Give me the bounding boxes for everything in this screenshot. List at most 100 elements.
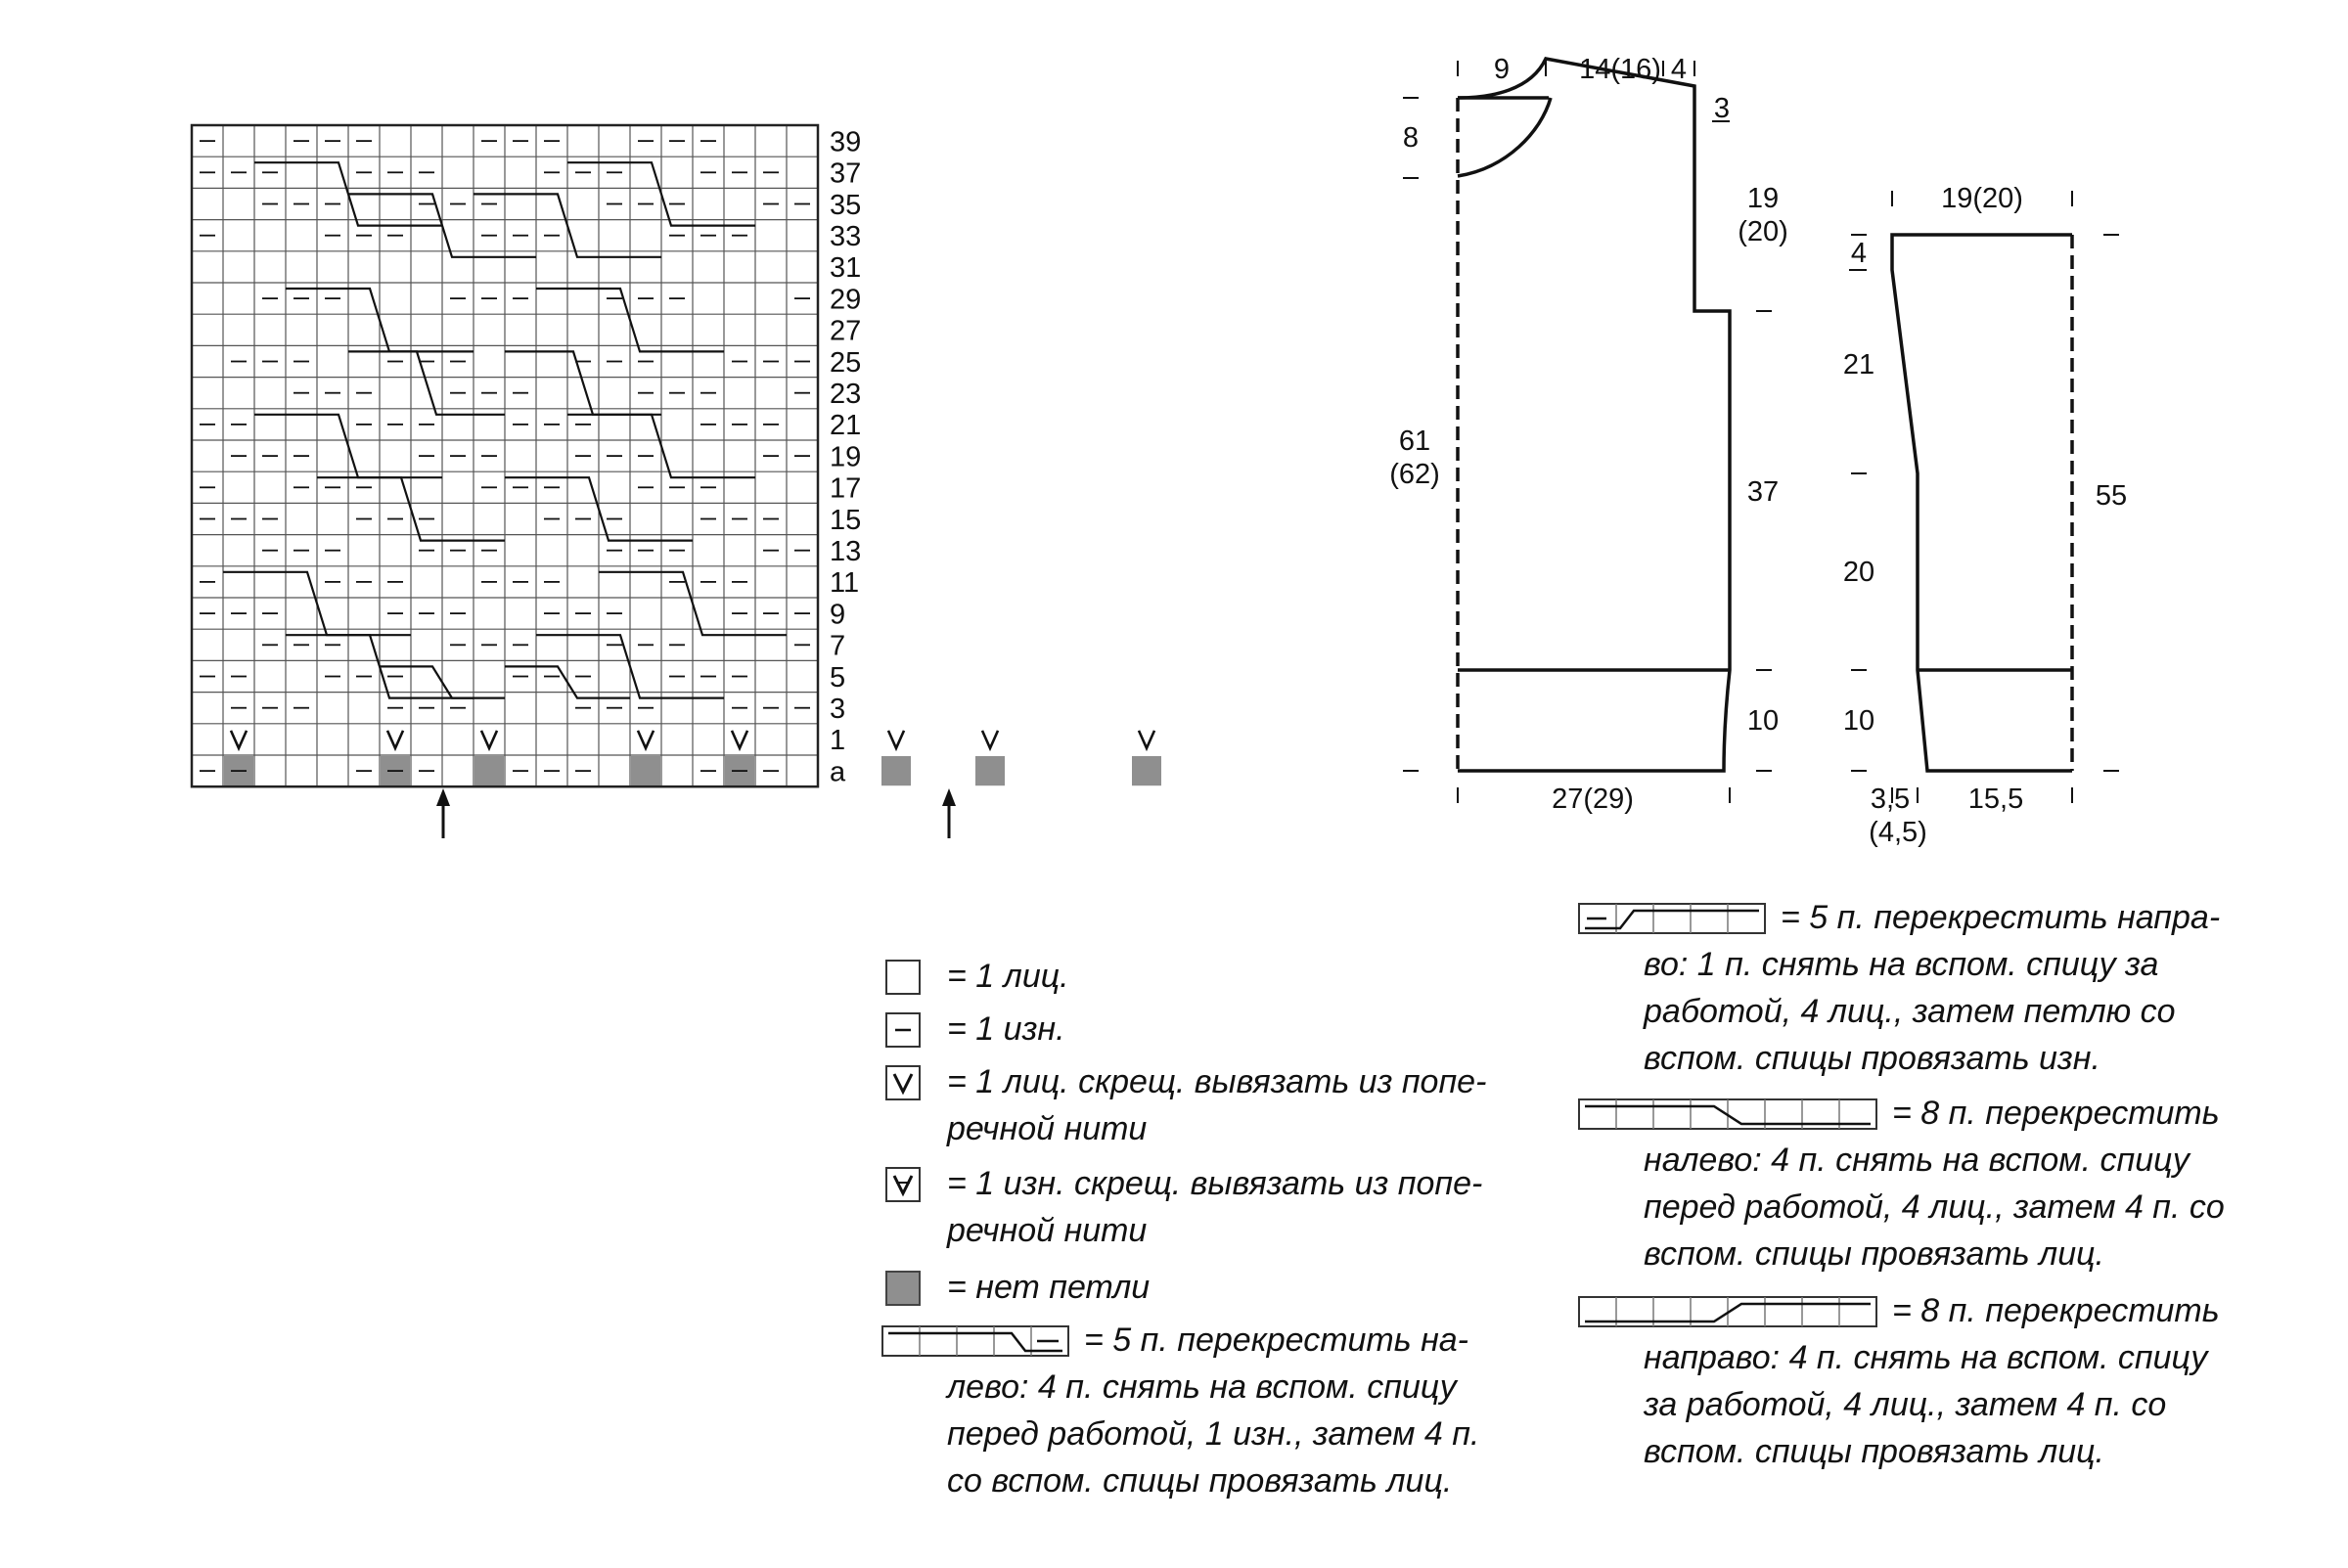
twisted-stitch-mark: [385, 730, 405, 752]
total-length-label: 61: [1399, 426, 1430, 457]
legend-symbol-purl: [885, 1012, 921, 1048]
legend-symbol-no-stitch: [885, 1271, 921, 1306]
no-stitch-cell: [881, 756, 911, 786]
row-number: 15: [830, 505, 861, 536]
shoulder-slope-label: 14(16): [1579, 54, 1661, 85]
repeat-arrow-left: [436, 788, 450, 838]
legend-knit-twisted-line1: = 1 лиц. скрещ. вывязать из попе-: [947, 1063, 1487, 1100]
row-number: 3: [830, 694, 845, 725]
sleeve-outline: [1890, 233, 2072, 773]
body-outline: [1457, 57, 1732, 773]
row-number: 19: [830, 441, 861, 472]
chart-frame: [190, 123, 820, 788]
cable-cross: [536, 634, 724, 699]
legend-cross5-right-line3: работой, 4 лиц., затем петлю со: [1644, 993, 2176, 1030]
cable-cross: [505, 665, 630, 699]
body-schematic: 9 14(16) 4 3 8 19 (20) 37 61 (62) 10 27(…: [1389, 54, 1788, 815]
row-number: 1: [830, 725, 845, 756]
legend-cross8-right-line4: вспом. спицы провязать лиц.: [1644, 1433, 2104, 1470]
neck-depth-label: 8: [1403, 122, 1419, 154]
no-stitch-cell: [1132, 756, 1161, 786]
row-number: 11: [830, 567, 859, 599]
legend-cross8-left-line2: налево: 4 п. снять на вспом. спицу: [1644, 1142, 2190, 1179]
shoulder-drop-label: 3: [1714, 93, 1730, 124]
row-number: 29: [830, 284, 861, 315]
cable-cross: [536, 287, 724, 353]
legend-cross5-left-line2: лево: 4 п. снять на вспом. спицу: [947, 1368, 1457, 1406]
legend-cross5-left-line1: = 5 п. перекрестить на-: [1084, 1322, 1469, 1359]
legend-cross5-right-line2: во: 1 п. снять на вспом. спицу за: [1644, 946, 2159, 983]
armhole-label: 19: [1747, 183, 1779, 214]
legend-symbol-cross8-right: [1578, 1296, 1877, 1327]
legend-symbol-cross5-left: [881, 1325, 1069, 1357]
row-number: 13: [830, 536, 861, 567]
legend-cross8-right-line1: = 8 п. перекрестить: [1892, 1292, 2220, 1329]
row-number: 17: [830, 473, 861, 505]
total-length-alt-label: (62): [1389, 459, 1440, 490]
cable-cross: [505, 476, 693, 542]
cable-cross: [348, 350, 505, 416]
legend-cross8-right-line3: за работой, 4 лиц., затем 4 п. со: [1644, 1386, 2167, 1423]
sleeve-top-width-label: 19(20): [1941, 183, 2023, 214]
legend-cross8-left-line4: вспом. спицы провязать лиц.: [1644, 1235, 2104, 1273]
sleeve-bottom-width-label: 15,5: [1968, 784, 2023, 815]
cable-cross: [317, 476, 505, 542]
legend-purl-twisted-line2: речной нити: [947, 1212, 1148, 1249]
legend-symbol-cross5-right: [1578, 903, 1766, 934]
legend-knit-twisted-line2: речной нити: [947, 1110, 1148, 1147]
legend-cross8-left-line3: перед работой, 4 лиц., затем 4 п. со: [1644, 1188, 2225, 1226]
sleeve-offset-label: 3,5: [1871, 784, 1910, 815]
legend-symbol-knit-twisted: [885, 1065, 921, 1100]
legend-symbol-cross8-left: [1578, 1098, 1877, 1130]
row-number: 37: [830, 158, 861, 190]
no-stitch-cell: [474, 756, 504, 786]
repeat-arrow-right: [942, 788, 956, 838]
row-number: 25: [830, 347, 861, 379]
row-number: 23: [830, 379, 861, 410]
no-stitch-cell: [975, 756, 1005, 786]
twisted-stitch-mark: [479, 730, 499, 752]
sleeve-schematic: 19(20) 4 21 20 10 55 3,5 (4,5) 15,5: [1843, 183, 2127, 848]
legend-cross5-left-line4: со вспом. спицы провязать лиц.: [947, 1462, 1453, 1500]
legend-symbol-purl-twisted: [885, 1167, 921, 1202]
row-number: 9: [830, 599, 845, 630]
row-number: a: [830, 756, 846, 787]
legend-no-stitch: = нет петли: [947, 1269, 1151, 1306]
row-number: 35: [830, 190, 861, 221]
sleeve-rib-label: 10: [1843, 705, 1874, 737]
sleeve-lower-label: 20: [1843, 557, 1874, 588]
row-number: 31: [830, 252, 861, 284]
twisted-stitch-mark: [980, 730, 1000, 752]
legend-cross5-left-line3: перед работой, 1 изн., затем 4 п.: [947, 1415, 1480, 1453]
twisted-stitch-mark: [886, 730, 906, 752]
legend-cross5-right-line4: вспом. спицы провязать изн.: [1644, 1040, 2100, 1077]
cable-cross: [348, 193, 536, 258]
row-number: 39: [830, 126, 861, 157]
legend-cross8-right-line2: направо: 4 п. снять на вспом. спицу: [1644, 1339, 2208, 1376]
sleeve-length-label: 55: [2096, 480, 2127, 512]
armhole-alt-label: (20): [1738, 216, 1788, 247]
legend-symbol-knit: [885, 960, 921, 995]
body-width-label: 27(29): [1552, 784, 1634, 815]
row-number: 21: [830, 410, 861, 441]
sleeve-upper-label: 21: [1843, 349, 1874, 381]
twisted-stitch-mark: [1137, 730, 1156, 752]
cable-cross: [567, 161, 755, 227]
row-number: 7: [830, 631, 845, 662]
twisted-stitch-mark: [636, 730, 655, 752]
cable-cross: [474, 193, 661, 258]
side-length-label: 37: [1747, 476, 1779, 508]
legend-purl: = 1 изн.: [947, 1010, 1065, 1048]
cable-cross: [380, 665, 505, 699]
row-number: 33: [830, 221, 861, 252]
legend-cross5-right-line1: = 5 п. перекрестить напра-: [1781, 899, 2221, 936]
twisted-stitch-mark: [730, 730, 749, 752]
shoulder-edge-label: 4: [1671, 54, 1687, 85]
body-rib-label: 10: [1747, 705, 1779, 737]
cable-cross: [286, 287, 474, 353]
legend-knit: = 1 лиц.: [947, 958, 1069, 995]
row-number: 5: [830, 662, 845, 694]
sleeve-offset-alt-label: (4,5): [1869, 817, 1927, 848]
